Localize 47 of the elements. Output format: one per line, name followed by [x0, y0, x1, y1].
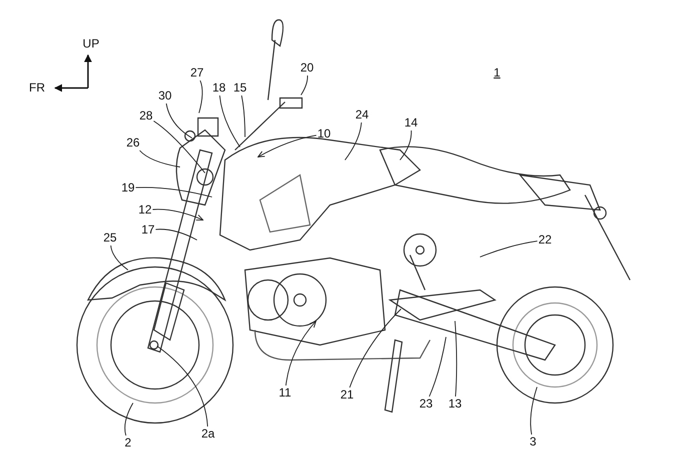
- leader-line: [153, 120, 206, 174]
- leader-line: [428, 336, 446, 397]
- callout-number: 12: [138, 204, 152, 216]
- leader-line: [258, 134, 317, 158]
- leader-line: [454, 320, 458, 397]
- callout-number: 28: [139, 110, 153, 122]
- direction-label: FR: [29, 82, 45, 94]
- callout-number: 23: [419, 398, 433, 410]
- callout-number: 27: [190, 66, 204, 80]
- callout-number: 22: [538, 234, 552, 246]
- leader-line: [480, 240, 538, 258]
- figure-number: 1: [494, 66, 500, 80]
- leader-line: [124, 402, 134, 436]
- callout-number: 17: [141, 224, 155, 236]
- callout-number: 2: [124, 436, 132, 450]
- direction-label: UP: [82, 38, 100, 50]
- callout-number: 30: [158, 90, 172, 102]
- leader-line: [139, 150, 180, 168]
- leader-line: [400, 130, 412, 160]
- callout-number: 3: [530, 436, 536, 448]
- leader-line: [219, 95, 240, 148]
- callout-number: 10: [317, 128, 331, 140]
- leader-line: [285, 320, 316, 386]
- leader-line: [135, 186, 212, 198]
- leader-line: [155, 228, 198, 240]
- leader-line: [344, 122, 362, 160]
- leader-line: [300, 75, 308, 96]
- callout-number: 24: [355, 108, 369, 122]
- callout-number: 20: [300, 62, 314, 74]
- callout-number: 26: [126, 136, 140, 150]
- callout-number: 13: [448, 398, 462, 410]
- leader-line: [166, 103, 192, 138]
- leader-line: [241, 95, 246, 138]
- callout-number: 25: [103, 232, 117, 244]
- callout-number: 15: [233, 82, 247, 94]
- callout-number: 2a: [201, 428, 215, 440]
- leader-line: [156, 346, 208, 427]
- callout-number: 14: [404, 116, 418, 130]
- leader-line: [110, 245, 128, 270]
- callout-number: 11: [278, 386, 292, 400]
- leader-line: [530, 386, 538, 435]
- callout-number: 21: [340, 388, 354, 402]
- callout-number: 18: [212, 82, 226, 94]
- leader-line: [198, 80, 203, 114]
- leader-line: [349, 308, 402, 388]
- leader-line: [152, 208, 204, 221]
- callout-number: 19: [121, 182, 135, 194]
